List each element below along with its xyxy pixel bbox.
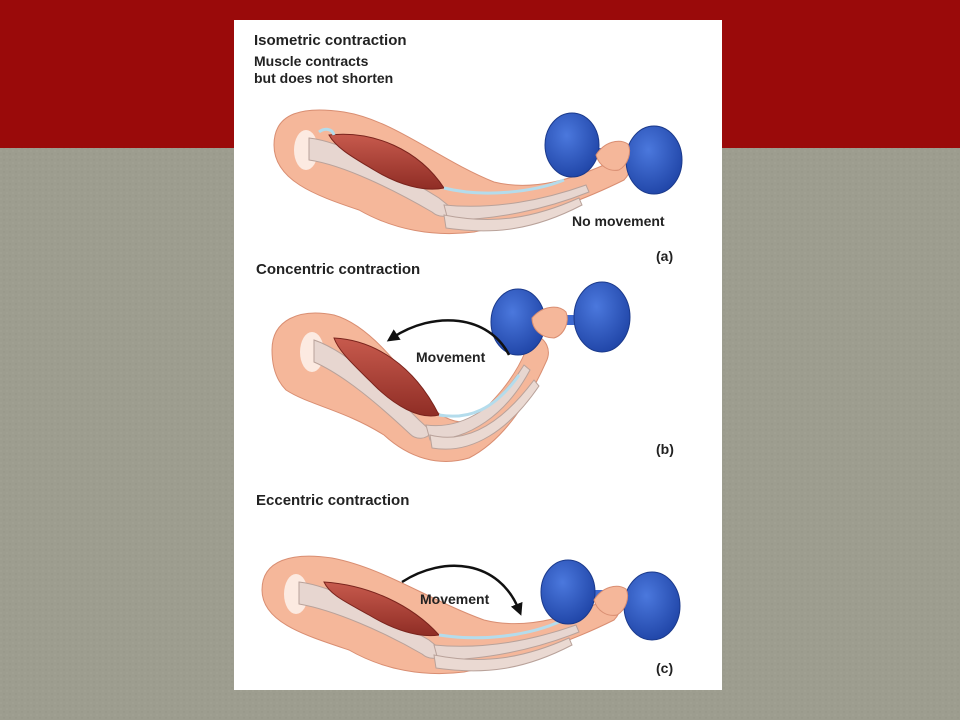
panel-c-dumbbell [540,559,681,641]
panel-b-label: (b) [656,441,674,457]
panel-a-dumbbell [544,112,683,195]
panel-b-arm [271,312,549,462]
panel-a-subtitle-line-2: but does not shorten [254,70,394,86]
panel-c-label: (c) [656,660,674,676]
panel-b-title: Concentric contraction [256,261,421,278]
panel-c-title: Eccentric contraction [256,492,410,509]
panel-a-subtitle-line-1: Muscle contracts [254,53,369,69]
movement-arrow-up [386,319,511,356]
muscle-contraction-illustration [261,109,683,674]
figure-panel: Isometric contraction Muscle contracts b… [234,20,722,690]
no-movement-label: No movement [572,213,665,229]
panel-b-dumbbell [490,281,631,356]
panel-a-title: Isometric contraction [254,32,407,49]
panel-a-arm [273,109,631,234]
movement-arrow-down [401,564,523,616]
panel-b-movement-label: Movement [416,349,486,365]
panel-a-label: (a) [656,248,674,264]
panel-c-movement-label: Movement [420,591,490,607]
panel-c-arm [261,555,621,674]
